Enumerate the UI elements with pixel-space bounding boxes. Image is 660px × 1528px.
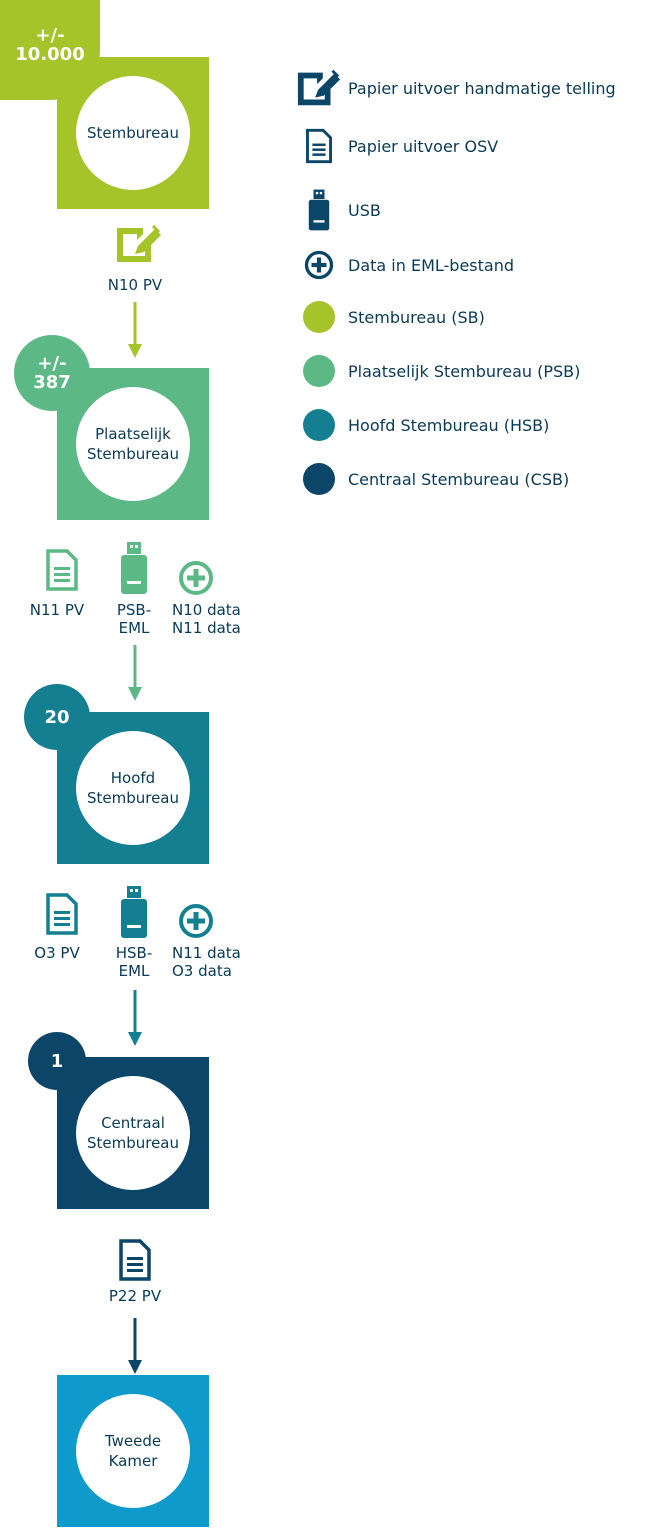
legend-item: Hoofd Stembureau (HSB) <box>296 405 549 445</box>
legend-label: Data in EML-bestand <box>348 255 514 275</box>
stage-centraal-stembureau: Centraal Stembureau <box>57 1057 209 1209</box>
stage-circle: Tweede Kamer <box>76 1394 190 1508</box>
doc-label-n10-n11-data: N10 data N11 data <box>172 601 241 637</box>
arrow-down-icon <box>128 990 142 1046</box>
stage-name-csb: Centraal Stembureau <box>86 1114 180 1152</box>
navy-dot <box>303 463 335 495</box>
count-text-psb: +/- 387 <box>33 353 71 393</box>
stage-name-sb: Stembureau <box>86 124 180 142</box>
stage-stembureau: Stembureau <box>57 57 209 209</box>
legend-item: Papier uitvoer handmatige telling <box>296 68 616 108</box>
teal-dot <box>303 409 335 441</box>
legend-label: Hoofd Stembureau (HSB) <box>348 415 550 435</box>
count-badge-sb: +/- 10.000 <box>0 0 100 100</box>
pencil-paper-icon <box>296 68 342 108</box>
stage-circle: Centraal Stembureau <box>76 1076 190 1190</box>
arrow-down-icon <box>128 1318 142 1374</box>
count-text-csb: 1 <box>50 1050 64 1072</box>
stage-hoofd-stembureau: Hoofd Stembureau <box>57 712 209 864</box>
legend-label: Papier uitvoer OSV <box>348 136 499 156</box>
count-text-hsb: 20 <box>44 706 70 728</box>
mint-dot <box>303 355 335 387</box>
legend-item: Centraal Stembureau (CSB) <box>296 459 569 499</box>
legend-item: Data in EML-bestand <box>296 245 514 285</box>
legend-label: Centraal Stembureau (CSB) <box>348 469 570 489</box>
arrow-down-icon <box>128 302 142 358</box>
stage-name-hsb: Hoofd Stembureau <box>86 769 180 807</box>
count-badge-hsb: 20 <box>24 684 90 750</box>
stage-name-tk: Tweede Kamer <box>104 1432 162 1470</box>
legend-label: USB <box>348 200 381 220</box>
document-icon <box>46 893 78 935</box>
arrow-down-icon <box>128 645 142 701</box>
stage-name-psb: Plaatselijk Stembureau <box>86 425 180 463</box>
doc-label-p22pv: P22 PV <box>108 1287 162 1305</box>
doc-label-hsb-eml: HSB- EML <box>115 944 153 980</box>
plus-circle-icon <box>296 245 342 285</box>
count-text-sb: +/- 10.000 <box>15 25 85 65</box>
plus-circle-icon <box>179 904 213 938</box>
doc-label-n10pv: N10 PV <box>107 276 163 294</box>
count-badge-csb: 1 <box>28 1032 86 1090</box>
usb-icon <box>121 542 147 594</box>
plus-circle-icon <box>179 561 213 595</box>
legend-label: Plaatselijk Stembureau (PSB) <box>348 361 581 381</box>
doc-label-psb-eml: PSB- EML <box>116 601 152 637</box>
legend-item: Plaatselijk Stembureau (PSB) <box>296 351 580 391</box>
green-dot <box>303 301 335 333</box>
document-icon <box>119 1239 151 1281</box>
stage-circle: Stembureau <box>76 76 190 190</box>
stage-circle: Hoofd Stembureau <box>76 731 190 845</box>
legend-label: Stembureau (SB) <box>348 307 485 327</box>
count-badge-psb: +/- 387 <box>14 335 90 411</box>
doc-label-n11pv: N11 PV <box>29 601 85 619</box>
document-icon <box>296 126 342 166</box>
usb-icon <box>121 886 147 938</box>
stage-circle: Plaatselijk Stembureau <box>76 387 190 501</box>
usb-icon <box>296 189 342 231</box>
doc-label-n11-o3-data: N11 data O3 data <box>172 944 241 980</box>
document-icon <box>46 549 78 591</box>
legend-item: Papier uitvoer OSV <box>296 126 498 166</box>
doc-label-o3pv: O3 PV <box>34 944 80 962</box>
legend-label: Papier uitvoer handmatige telling <box>348 78 616 98</box>
legend-item: USB <box>296 189 381 231</box>
pencil-paper-icon <box>117 224 161 262</box>
stage-tweede-kamer: Tweede Kamer <box>57 1375 209 1527</box>
legend-item: Stembureau (SB) <box>296 297 485 337</box>
